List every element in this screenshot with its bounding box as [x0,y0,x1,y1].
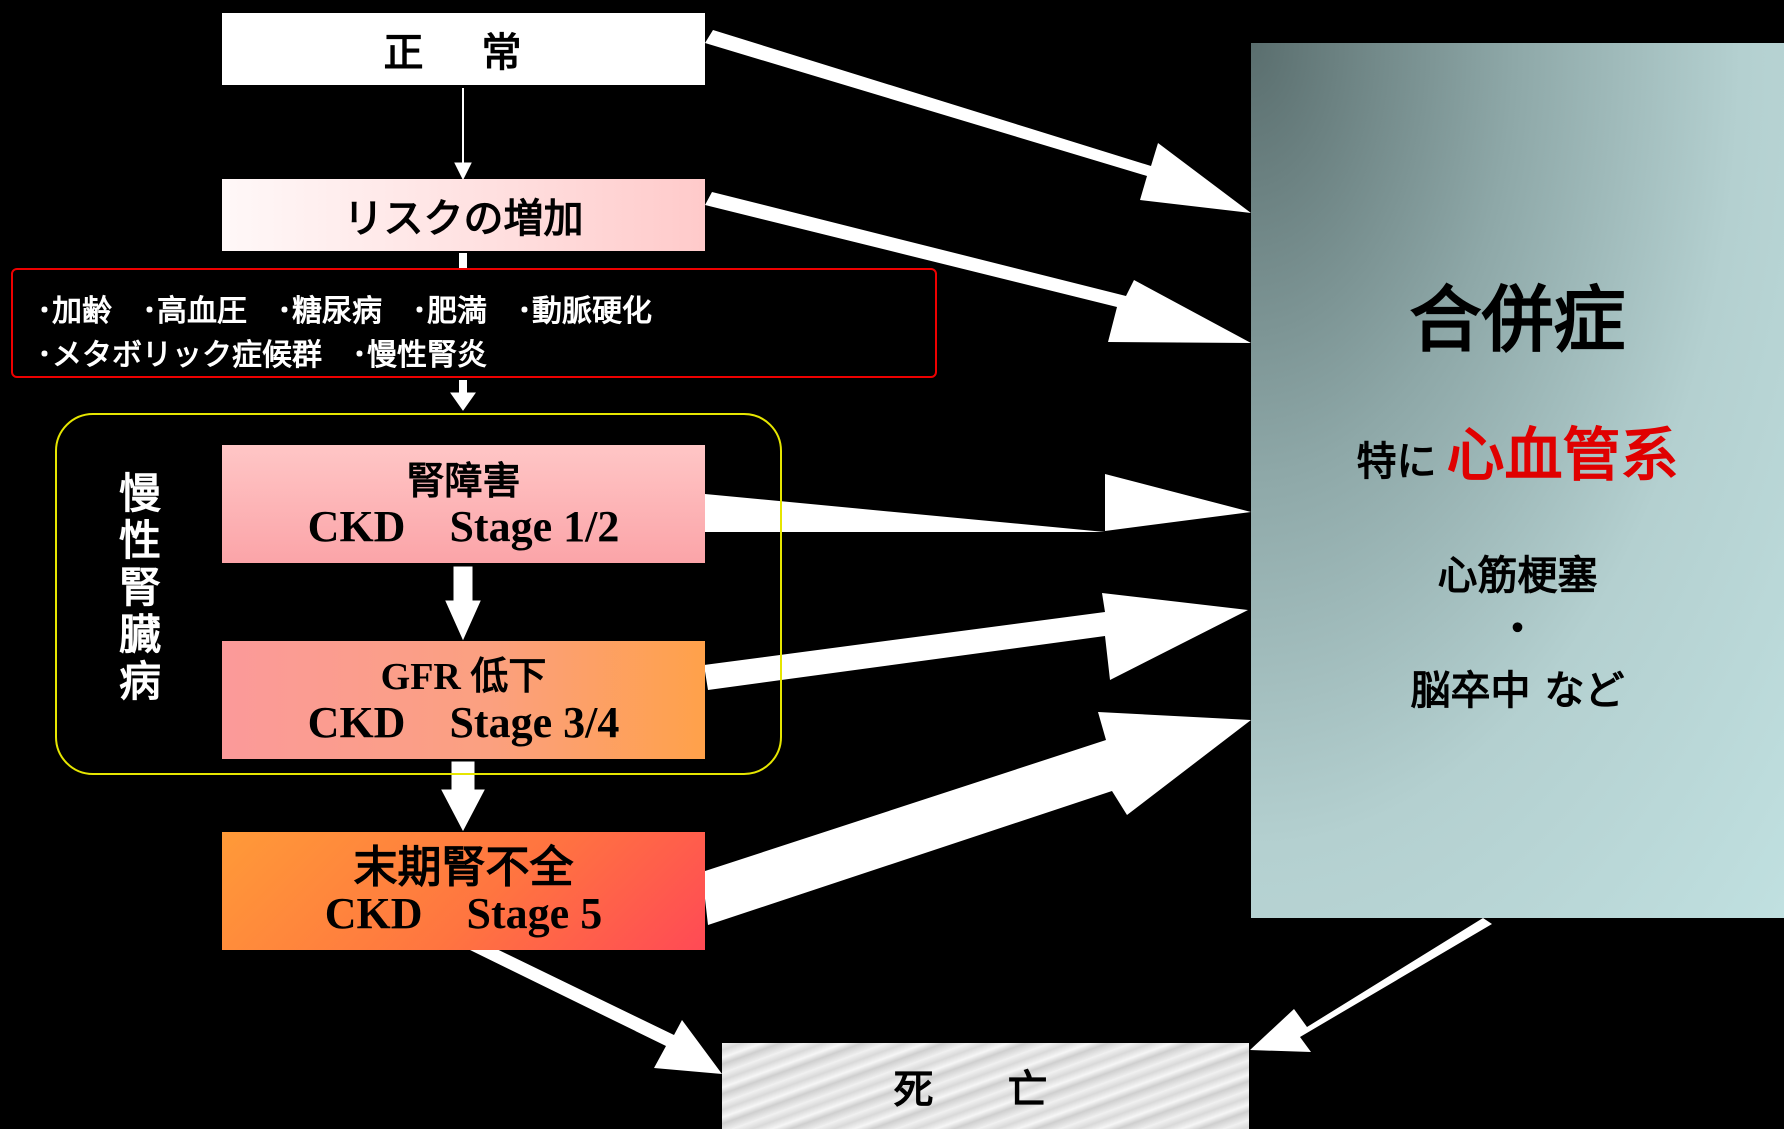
complications-especially: 特に [1356,439,1437,485]
node-normal-label: 正 常 [383,30,544,76]
arrow-stage34-to-stage5-head [441,789,485,832]
node-risk-increase: リスクの増加 [222,179,705,251]
arrow-stage12-to-complications [705,474,1251,532]
node-stage-5: 末期腎不全 CKD Stage 5 [222,832,705,950]
complications-example-2: 脳卒中 など [1410,668,1625,714]
node-stage-5-title: 末期腎不全 [353,842,574,893]
complications-especially-line: 特に心血管系 [1251,408,1784,492]
ckd-group-frame [55,413,782,775]
risk-factors-line-2: ･メタボリック症候群 ･慢性腎炎 [37,338,487,373]
arrow-stage34-to-complications [704,593,1248,690]
node-stage-3-4: GFR 低下 CKD Stage 3/4 [222,641,705,759]
node-stage-1-2: 腎障害 CKD Stage 1/2 [222,445,705,563]
node-stage-5-sub: CKD Stage 5 [324,889,603,938]
node-stage-1-2-sub: CKD Stage 1/2 [307,502,620,551]
ckd-group-label: 慢性腎臓病 [118,469,161,706]
arrow-normal-to-risk-head [454,162,472,181]
arrow-stage5-to-death [470,940,722,1074]
node-death-label: 死 亡 [893,1067,1078,1113]
complications-highlight: 心血管系 [1446,421,1679,489]
node-risk-increase-label: リスクの増加 [343,196,584,242]
node-stage-1-2-title: 腎障害 [406,459,521,503]
complications-title: 合併症 [1409,278,1626,362]
risk-factors-box: ･加齢 ･高血圧 ･糖尿病 ･肥満 ･動脈硬化 ･メタボリック症候群 ･慢性腎炎 [11,268,937,378]
node-death: 死 亡 [722,1043,1249,1129]
risk-factors-line-1: ･加齢 ･高血圧 ･糖尿病 ･肥満 ･動脈硬化 [37,294,652,329]
arrow-normal-to-complications [705,30,1251,213]
arrow-stage5-to-complications [702,712,1251,925]
complications-separator: ・ [1497,606,1538,652]
complications-example-1: 心筋梗塞 [1437,553,1598,599]
node-complications: 合併症 特に心血管系 心筋梗塞 ・ 脳卒中 など [1251,43,1784,918]
node-stage-3-4-title: GFR 低下 [380,656,547,698]
arrow-complications-to-death [1250,918,1492,1052]
node-stage-3-4-sub: CKD Stage 3/4 [307,698,620,747]
arrow-factors-to-ckd-head [450,392,476,411]
arrow-risk-to-complications [705,192,1251,343]
arrow-stage12-to-stage34-head [445,600,481,641]
node-normal: 正 常 [222,13,705,85]
